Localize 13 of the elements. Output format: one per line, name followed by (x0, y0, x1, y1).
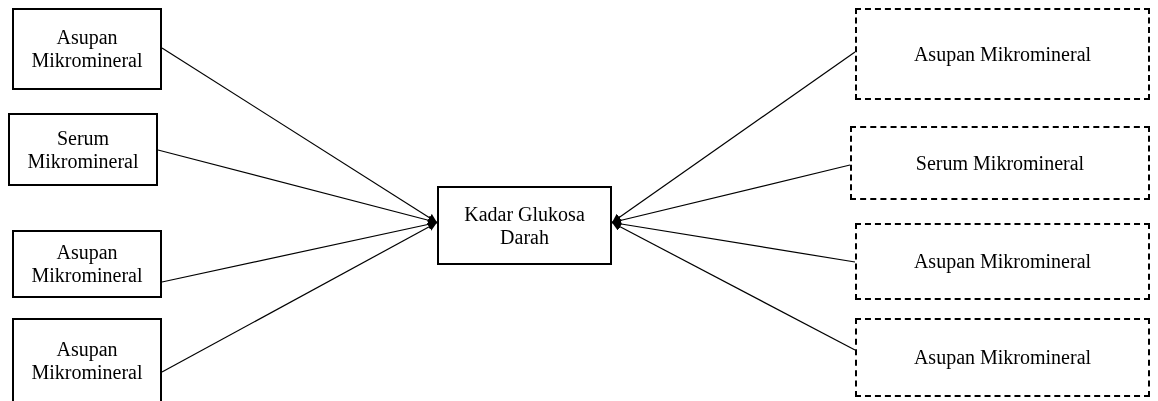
process-box: Asupan Mikromineral (12, 230, 162, 298)
arrow (611, 221, 856, 351)
arrow (611, 51, 856, 224)
arrow (161, 221, 438, 373)
dashed-box: Asupan Mikromineral (855, 223, 1150, 300)
process-box: Asupan Mikromineral (12, 318, 162, 401)
arrow (161, 47, 438, 224)
dashed-box: Asupan Mikromineral (855, 8, 1150, 100)
dashed-box: Asupan Mikromineral (855, 318, 1150, 397)
process-box: Kadar Glukosa Darah (437, 186, 612, 265)
process-box: Asupan Mikromineral (12, 8, 162, 90)
dashed-box: Serum Mikromineral (850, 126, 1150, 200)
process-box: Serum Mikromineral (8, 113, 158, 186)
